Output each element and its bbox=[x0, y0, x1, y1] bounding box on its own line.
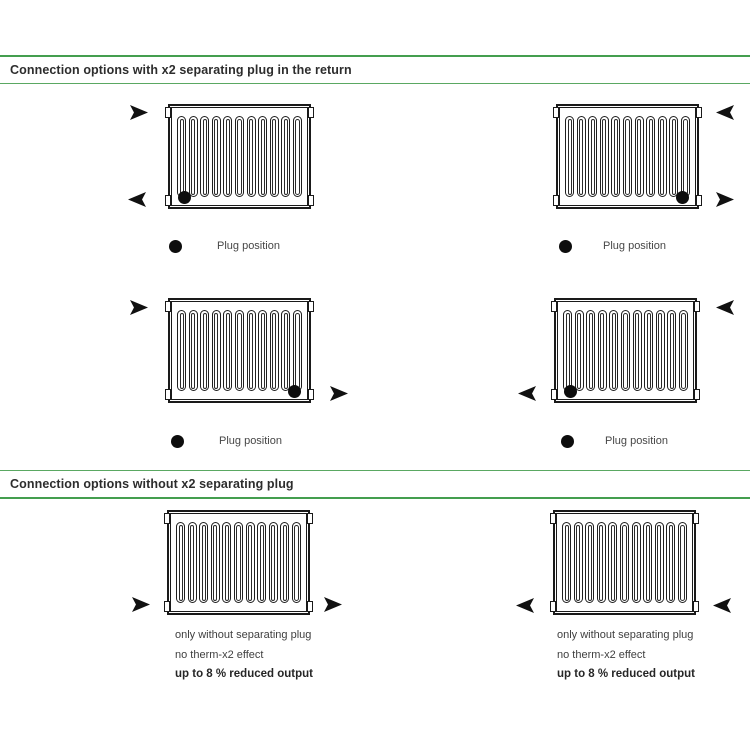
mounting-tab bbox=[165, 301, 171, 312]
radiator-diagram bbox=[553, 104, 702, 209]
note-line: only without separating plug bbox=[557, 629, 694, 641]
radiator-inner-frame bbox=[171, 107, 308, 206]
flow-arrow-right-icon bbox=[716, 192, 734, 207]
radiator-diagram bbox=[165, 298, 314, 403]
flow-arrow-right-icon bbox=[324, 597, 342, 612]
flow-arrow-left-icon bbox=[713, 598, 731, 613]
note-line-bold: up to 8 % reduced output bbox=[175, 668, 313, 680]
radiator-fins bbox=[562, 522, 688, 603]
radiator-diagram bbox=[164, 510, 313, 615]
radiator-inner-frame bbox=[556, 513, 693, 612]
section-header-with-plug: Connection options with x2 separating pl… bbox=[0, 55, 750, 84]
radiator-inner-frame bbox=[171, 301, 308, 400]
flow-arrow-right-icon bbox=[130, 300, 148, 315]
mounting-tab bbox=[308, 195, 314, 206]
flow-arrow-right-icon bbox=[130, 105, 148, 120]
note-line: no therm-x2 effect bbox=[175, 648, 264, 661]
plug-position-label: Plug position bbox=[217, 240, 280, 252]
flow-arrow-left-icon bbox=[128, 192, 146, 207]
notes-block: only without separating plug no therm-x2… bbox=[557, 626, 695, 685]
note-line-bold: up to 8 % reduced output bbox=[557, 668, 695, 680]
mounting-tab bbox=[696, 195, 702, 206]
mounting-tab bbox=[553, 195, 559, 206]
mounting-tab bbox=[164, 513, 170, 524]
radiator-diagram bbox=[551, 298, 700, 403]
radiator-fins bbox=[177, 310, 303, 391]
mounting-tab bbox=[553, 107, 559, 118]
mounting-tab bbox=[307, 601, 313, 612]
radiator-fins bbox=[565, 116, 691, 197]
radiator-inner-frame bbox=[170, 513, 307, 612]
radiator-diagram bbox=[550, 510, 699, 615]
flow-arrow-left-icon bbox=[716, 105, 734, 120]
flow-arrow-right-icon bbox=[330, 386, 348, 401]
plug-position-label: Plug position bbox=[603, 240, 666, 252]
plug-position-dot-icon bbox=[564, 385, 577, 398]
mounting-tab bbox=[165, 195, 171, 206]
mounting-tab bbox=[696, 107, 702, 118]
mounting-tab bbox=[551, 389, 557, 400]
plug-bullet-icon bbox=[559, 240, 572, 253]
plug-position-label: Plug position bbox=[605, 435, 668, 447]
mounting-tab bbox=[164, 601, 170, 612]
flow-arrow-left-icon bbox=[516, 598, 534, 613]
mounting-tab bbox=[308, 107, 314, 118]
mounting-tab bbox=[550, 601, 556, 612]
plug-position-label: Plug position bbox=[219, 435, 282, 447]
flow-arrow-left-icon bbox=[518, 386, 536, 401]
radiator-fins bbox=[563, 310, 689, 391]
radiator-fins bbox=[176, 522, 302, 603]
plug-position-dot-icon bbox=[178, 191, 191, 204]
mounting-tab bbox=[694, 301, 700, 312]
notes-block: only without separating plug no therm-x2… bbox=[175, 626, 313, 685]
mounting-tab bbox=[165, 107, 171, 118]
mounting-tab bbox=[308, 301, 314, 312]
radiator-inner-frame bbox=[557, 301, 694, 400]
section-title: Connection options without x2 separating… bbox=[10, 477, 294, 491]
note-line: no therm-x2 effect bbox=[557, 648, 646, 661]
flow-arrow-right-icon bbox=[132, 597, 150, 612]
note-line: only without separating plug bbox=[175, 629, 312, 641]
mounting-tab bbox=[165, 389, 171, 400]
radiator-fins bbox=[177, 116, 303, 197]
section-title: Connection options with x2 separating pl… bbox=[10, 63, 352, 77]
plug-position-dot-icon bbox=[288, 385, 301, 398]
flow-arrow-left-icon bbox=[716, 300, 734, 315]
radiator-diagram bbox=[165, 104, 314, 209]
mounting-tab bbox=[693, 513, 699, 524]
mounting-tab bbox=[551, 301, 557, 312]
section-header-without-plug: Connection options without x2 separating… bbox=[0, 470, 750, 499]
plug-bullet-icon bbox=[171, 435, 184, 448]
plug-position-dot-icon bbox=[676, 191, 689, 204]
mounting-tab bbox=[693, 601, 699, 612]
mounting-tab bbox=[307, 513, 313, 524]
plug-bullet-icon bbox=[561, 435, 574, 448]
mounting-tab bbox=[308, 389, 314, 400]
mounting-tab bbox=[550, 513, 556, 524]
plug-bullet-icon bbox=[169, 240, 182, 253]
mounting-tab bbox=[694, 389, 700, 400]
radiator-inner-frame bbox=[559, 107, 696, 206]
